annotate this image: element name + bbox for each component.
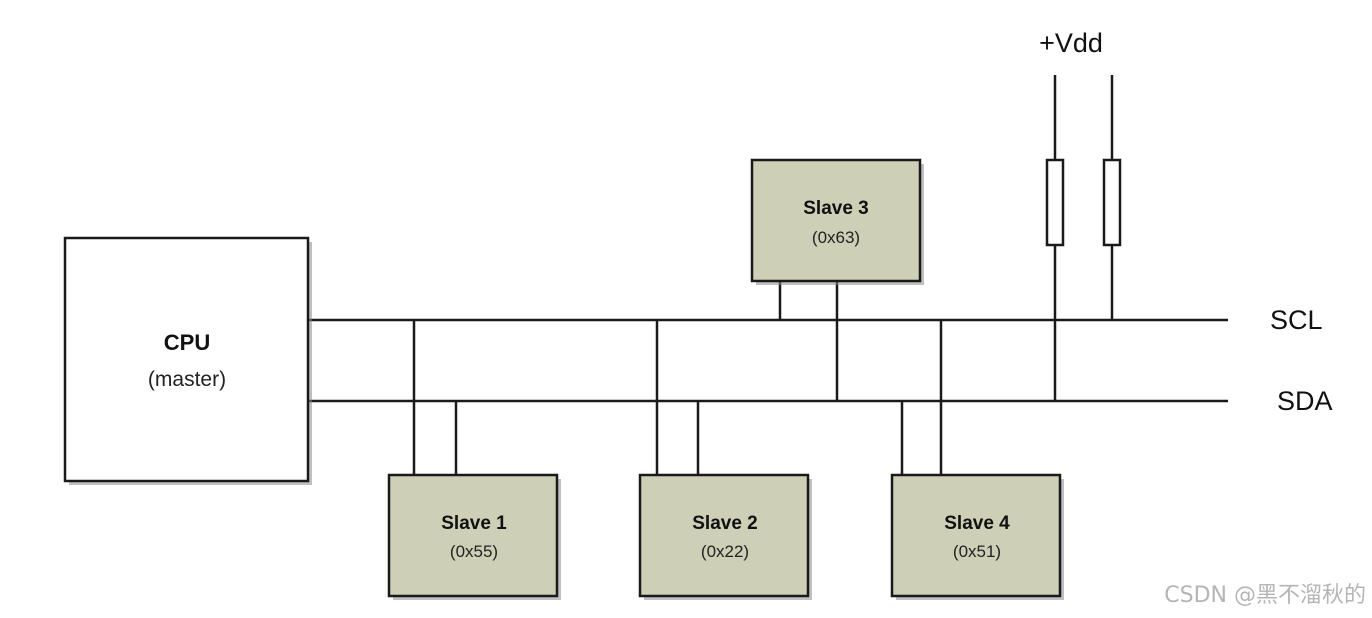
sda-label: SDA — [1277, 386, 1333, 416]
slave3-box — [750, 158, 922, 283]
slave3-address: (0x63) — [812, 228, 860, 247]
slave1-title: Slave 1 — [441, 513, 507, 534]
cpu-title: CPU — [164, 330, 210, 355]
slave2-title: Slave 2 — [692, 513, 758, 534]
slave2-address: (0x22) — [701, 542, 749, 561]
pullup-resistor-scl — [1102, 158, 1122, 247]
slave2-box — [638, 473, 810, 598]
slave4-title: Slave 4 — [944, 513, 1010, 534]
slave3-title: Slave 3 — [803, 198, 869, 219]
slave4-address: (0x51) — [953, 542, 1001, 561]
cpu-subtitle: (master) — [148, 368, 226, 391]
scl-label: SCL — [1270, 305, 1323, 335]
slave1-box — [387, 473, 559, 598]
cpu-box — [63, 236, 310, 483]
slave1-address: (0x55) — [450, 542, 498, 561]
pullup-resistor-sda — [1045, 158, 1065, 247]
watermark-text: CSDN @黑不溜秋的 — [1164, 583, 1366, 608]
slave4-box — [890, 473, 1062, 598]
vdd-label: +Vdd — [1039, 28, 1103, 58]
